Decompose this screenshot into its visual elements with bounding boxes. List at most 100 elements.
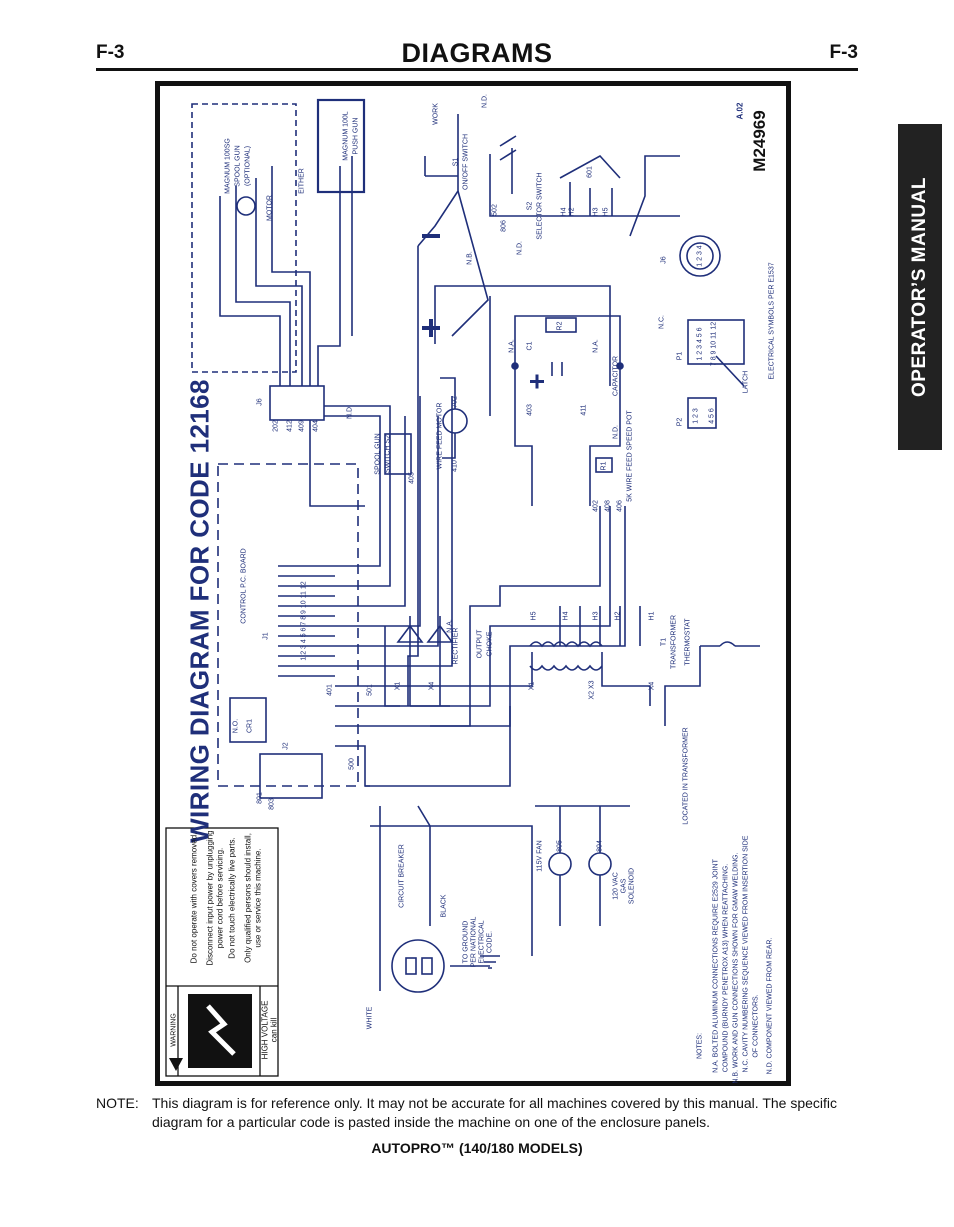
spool-switch-label-1: SPOOL GUN bbox=[374, 433, 382, 475]
x2x3-label: X2 X3 bbox=[588, 680, 596, 700]
wire-408: 408 bbox=[604, 500, 612, 512]
white-wire-label: WHITE bbox=[366, 1006, 374, 1030]
note-nb: N.B. WORK AND GUN CONNECTIONS SHOWN FOR … bbox=[732, 852, 740, 1084]
wire-500: 500 bbox=[348, 758, 356, 770]
wire-406: 406 bbox=[616, 500, 624, 512]
fan-label: 115V FAN bbox=[536, 840, 544, 872]
high-voltage-label: HIGH VOLTAGE bbox=[260, 1000, 270, 1060]
p1-top-pins: 1 2 3 4 5 6 bbox=[696, 327, 704, 361]
s2-label: S2 bbox=[526, 201, 534, 211]
r1-potentiometer bbox=[595, 457, 613, 473]
positive-mark-v bbox=[429, 319, 433, 337]
solenoid-label-1: 120 VAC bbox=[612, 872, 620, 900]
solenoid-symbol bbox=[588, 852, 612, 876]
h3-label: H3 bbox=[592, 611, 600, 621]
j6-round-label: J6 bbox=[660, 256, 668, 264]
p2-top-pins: 1 2 3 bbox=[692, 408, 700, 424]
high-voltage-icon bbox=[188, 994, 252, 1068]
ground-label-2: PER NATIONAL bbox=[470, 916, 478, 968]
wiring-schematic bbox=[165, 98, 760, 1077]
note-na-cont: COMPOUND (BURNDY PENETROX A13) WHEN REAT… bbox=[722, 863, 730, 1073]
j2-connector bbox=[259, 753, 323, 799]
ground-label-4: CODE. bbox=[486, 930, 494, 954]
j6-connector bbox=[269, 385, 325, 421]
nd-label-selector: N.D. bbox=[516, 241, 524, 255]
warning-item-3: power cord before servicing. bbox=[215, 847, 225, 949]
j1-pin-numbers: 1 2 3 4 5 6 7 8 9 10 11 12 bbox=[300, 581, 308, 661]
wire-501: 501 bbox=[366, 684, 374, 696]
wire-405: 405 bbox=[408, 472, 416, 484]
page-number-left: F-3 bbox=[96, 42, 125, 63]
negative-mark bbox=[422, 234, 440, 238]
wire-402: 402 bbox=[592, 500, 600, 512]
reference-note: NOTE:This diagram is for reference only.… bbox=[96, 1094, 856, 1132]
s2-h3-label: H3 bbox=[592, 207, 600, 217]
push-gun-label-2: PUSH GUN bbox=[352, 117, 360, 155]
capacitor-label: CAPACITOR bbox=[612, 355, 620, 397]
wire-401: 401 bbox=[326, 684, 334, 696]
latch-label: LATCH bbox=[742, 370, 750, 394]
spool-gun-label-1: MAGNUM 100SG bbox=[224, 138, 232, 194]
wire-806: 806 bbox=[500, 220, 508, 232]
nc-label: N.C. bbox=[658, 315, 666, 329]
wire-411: 411 bbox=[580, 404, 588, 416]
note-nc-cont: OF CONNECTORS. bbox=[752, 994, 760, 1058]
wire-801: 801 bbox=[256, 792, 264, 804]
spool-motor-symbol bbox=[236, 196, 256, 216]
p1-plug bbox=[687, 319, 745, 365]
p1-bottom-pins: 7 8 9 10 11 12 bbox=[710, 321, 718, 367]
control-board-box bbox=[217, 463, 359, 787]
rectifier-label: RECTIFIER bbox=[452, 627, 460, 665]
h5-label: H5 bbox=[530, 611, 538, 621]
wire-502: 502 bbox=[491, 204, 499, 216]
side-tab[interactable] bbox=[898, 124, 942, 450]
wire-412: 412 bbox=[286, 420, 294, 432]
wire-404: 404 bbox=[312, 420, 320, 432]
j1-label: J1 bbox=[262, 632, 270, 640]
j6-label: J6 bbox=[256, 398, 264, 406]
p2-bottom-pins: 4 5 6 bbox=[708, 408, 716, 424]
motor-label: MOTOR bbox=[266, 195, 274, 221]
nd-label-j6: N.D. bbox=[346, 405, 354, 419]
selector-switch-label: SELECTOR SWITCH bbox=[536, 172, 544, 240]
ground-label-1: TO GROUND bbox=[462, 920, 470, 964]
transformer-label: TRANSFORMER bbox=[670, 614, 678, 670]
push-gun-box bbox=[316, 98, 366, 194]
nd-label-work: N.D. bbox=[481, 94, 489, 108]
side-tab-label: OPERATOR’S MANUAL bbox=[909, 177, 930, 397]
push-gun-label-1: MAGNUM 100L bbox=[342, 111, 350, 161]
page-number-right: F-3 bbox=[829, 42, 859, 63]
footer-model: AUTOPRO™ (140/180 MODELS) bbox=[371, 1140, 583, 1156]
na-label-cap-right: N.A. bbox=[592, 339, 600, 353]
r1-label: R1 bbox=[600, 461, 608, 471]
solenoid-label-2: GAS bbox=[620, 878, 628, 894]
output-choke-label-2: CHOKE bbox=[486, 631, 494, 657]
header-rule bbox=[96, 68, 858, 71]
spool-gun-box bbox=[191, 103, 297, 373]
wire-803: 803 bbox=[268, 798, 276, 810]
s2-h4-label: H4 bbox=[560, 207, 568, 217]
x4-transformer-label: X4 bbox=[648, 681, 656, 691]
fan-symbol bbox=[548, 852, 572, 876]
solenoid-label-3: SOLENOID bbox=[628, 867, 636, 905]
warning-box bbox=[165, 827, 279, 1077]
black-wire-label: BLACK bbox=[440, 894, 448, 918]
power-plug-symbol bbox=[391, 939, 445, 993]
nd-label-pot: N.D. bbox=[612, 425, 620, 439]
no-label: N.O. bbox=[232, 718, 240, 734]
spool-gun-switch-box bbox=[384, 433, 412, 475]
located-in-transformer-label: LOCATED IN TRANSFORMER bbox=[682, 727, 690, 825]
c1-label: C1 bbox=[526, 341, 534, 351]
x1-transformer-label: X1 bbox=[528, 681, 536, 691]
wire-202: 202 bbox=[272, 420, 280, 432]
wire-410: 410 bbox=[451, 460, 459, 472]
p1-label: P1 bbox=[676, 351, 684, 361]
wire-feed-motor-label: WIRE FEED MOTOR bbox=[436, 402, 444, 470]
notes-heading: NOTES: bbox=[696, 1032, 704, 1060]
p2-plug bbox=[687, 397, 717, 429]
electrical-symbols-label: ELECTRICAL SYMBOLS PER E1537 bbox=[768, 262, 776, 380]
na-label-cap-left: N.A. bbox=[508, 339, 516, 353]
warning-item-6: use or service this machine. bbox=[253, 848, 263, 948]
note-na: N.A. BOLTED ALUMINUM CONNECTIONS REQUIRE… bbox=[712, 859, 720, 1073]
warning-heading: WARNING bbox=[170, 1013, 178, 1047]
